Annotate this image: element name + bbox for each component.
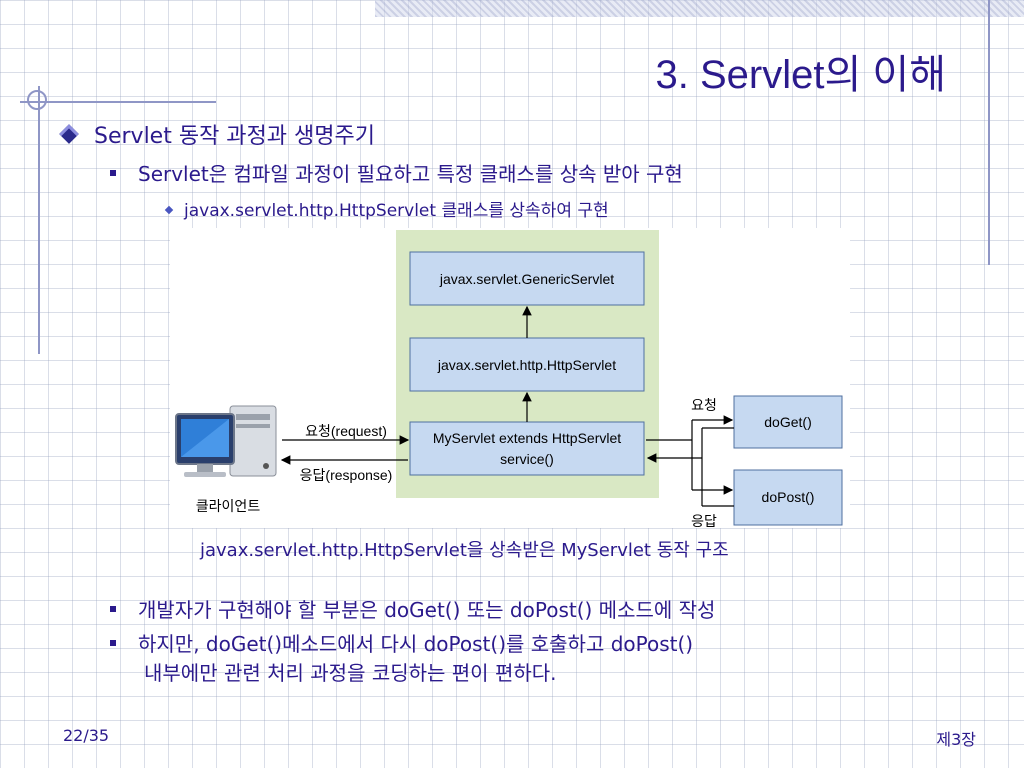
bullet-level1-text: Servlet 동작 과정과 생명주기 — [94, 124, 375, 149]
bullet-level2-text: 개발자가 구현해야 할 부분은 doGet() 또는 doPost() 메소드에… — [138, 598, 716, 622]
top-decor-band — [375, 0, 1024, 17]
generic-servlet-label: javax.servlet.GenericServlet — [439, 271, 614, 287]
square-bullet-icon — [110, 606, 116, 612]
response-short-label: 응답 — [691, 513, 717, 528]
figure-caption: javax.servlet.http.HttpServlet을 상속받은 MyS… — [200, 540, 729, 561]
request-short-label: 요청 — [691, 397, 717, 413]
page-number: 22/35 — [63, 726, 110, 745]
dopost-box — [733, 469, 843, 526]
square-bullet-icon — [110, 170, 116, 176]
client-label: 클라이언트 — [196, 498, 261, 514]
slide-title: 3. Servlet의 이해 — [655, 53, 946, 97]
bullet-level2-text: Servlet은 컴파일 과정이 필요하고 특정 클래스를 상속 받아 구현 — [138, 162, 683, 186]
request-label: 요청(request) — [305, 423, 387, 439]
http-servlet-box — [409, 337, 645, 392]
bullet-line-1-text: 하지만, doGet()메소드에서 다시 doPost()를 호출하고 doPo… — [138, 632, 694, 656]
my-servlet-box — [409, 421, 645, 476]
http-servlet-label: javax.servlet.http.HttpServlet — [437, 357, 616, 373]
response-label: 응답(response) — [300, 467, 393, 483]
square-bullet-icon — [110, 640, 116, 646]
bullet-level2-inherit: Servlet은 컴파일 과정이 필요하고 특정 클래스를 상속 받아 구현 — [110, 158, 683, 187]
diamond-bullet-icon — [59, 124, 79, 144]
doget-box — [733, 395, 843, 449]
decor-line-right — [988, 0, 990, 265]
bullet-line-2: 내부에만 관련 처리 과정을 코딩하는 편이 편하다. — [144, 661, 557, 685]
servlet-diagram: javax.servlet.GenericServlet javax.servl… — [170, 228, 850, 528]
bullet-level2-doget: 개발자가 구현해야 할 부분은 doGet() 또는 doPost() 메소드에… — [110, 594, 715, 623]
generic-servlet-box — [409, 251, 645, 306]
bullet-line-1: 하지만, doGet()메소드에서 다시 doPost()를 호출하고 doPo… — [110, 630, 693, 659]
my-servlet-label-2: service() — [500, 451, 554, 467]
decor-line-horizontal — [20, 101, 216, 103]
bullet-level3: javax.servlet.http.HttpServlet 클래스를 상속하여… — [164, 196, 609, 221]
chapter-label: 제3장 — [936, 730, 976, 749]
bullet-level1: Servlet 동작 과정과 생명주기 — [59, 118, 375, 150]
computer-icon — [175, 405, 277, 477]
small-diamond-bullet-icon — [164, 205, 174, 215]
dopost-label: doPost() — [762, 489, 815, 505]
my-servlet-label-1: MyServlet extends HttpServlet — [433, 430, 621, 446]
doget-label: doGet() — [764, 414, 811, 430]
bullet-level2-however: 하지만, doGet()메소드에서 다시 doPost()를 호출하고 doPo… — [110, 630, 693, 688]
decor-circle — [27, 90, 47, 110]
decor-line-left — [38, 86, 40, 354]
bullet-level3-text: javax.servlet.http.HttpServlet 클래스를 상속하여… — [184, 201, 609, 221]
